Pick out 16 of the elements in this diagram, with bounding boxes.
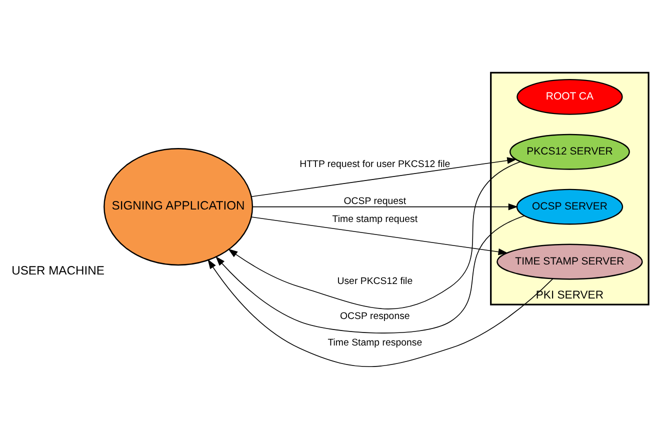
arrow	[251, 216, 508, 255]
edge-label: OCSP response	[340, 310, 410, 322]
arrow	[208, 258, 554, 366]
edge-label: OCSP request	[344, 196, 406, 207]
arrow	[228, 160, 521, 309]
arrow	[216, 214, 525, 333]
node-ellipse: PKCS12 SERVER	[509, 133, 630, 170]
edge-label: Time stamp request	[332, 213, 418, 224]
arrow	[251, 156, 517, 196]
arrow	[252, 202, 518, 210]
edge-label: HTTP request for user PKCS12 file	[300, 158, 450, 170]
node-ellipse: OCSP SERVER	[516, 188, 624, 224]
node-label: USER MACHINE	[12, 263, 104, 278]
edge-label: Time Stamp response	[328, 336, 422, 348]
node-ellipse: ROOT CA	[516, 78, 623, 114]
edge-label: User PKCS12 file	[337, 276, 413, 287]
